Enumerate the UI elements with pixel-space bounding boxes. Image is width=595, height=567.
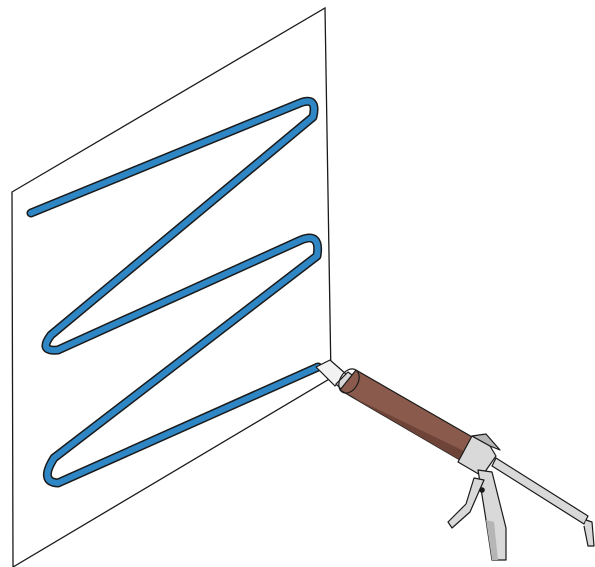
cartridge-shade <box>340 390 466 460</box>
pivot-pin <box>479 487 485 493</box>
trigger <box>447 477 485 529</box>
plunger-rod <box>491 457 589 525</box>
caulking-gun <box>315 359 595 561</box>
frame-rear-top <box>471 433 501 451</box>
sealant-bead <box>26 96 323 488</box>
frame-front-ring <box>338 368 360 394</box>
handle-grip-shade <box>486 520 498 560</box>
bead-fill <box>28 98 321 486</box>
plunger-hook <box>583 519 595 547</box>
